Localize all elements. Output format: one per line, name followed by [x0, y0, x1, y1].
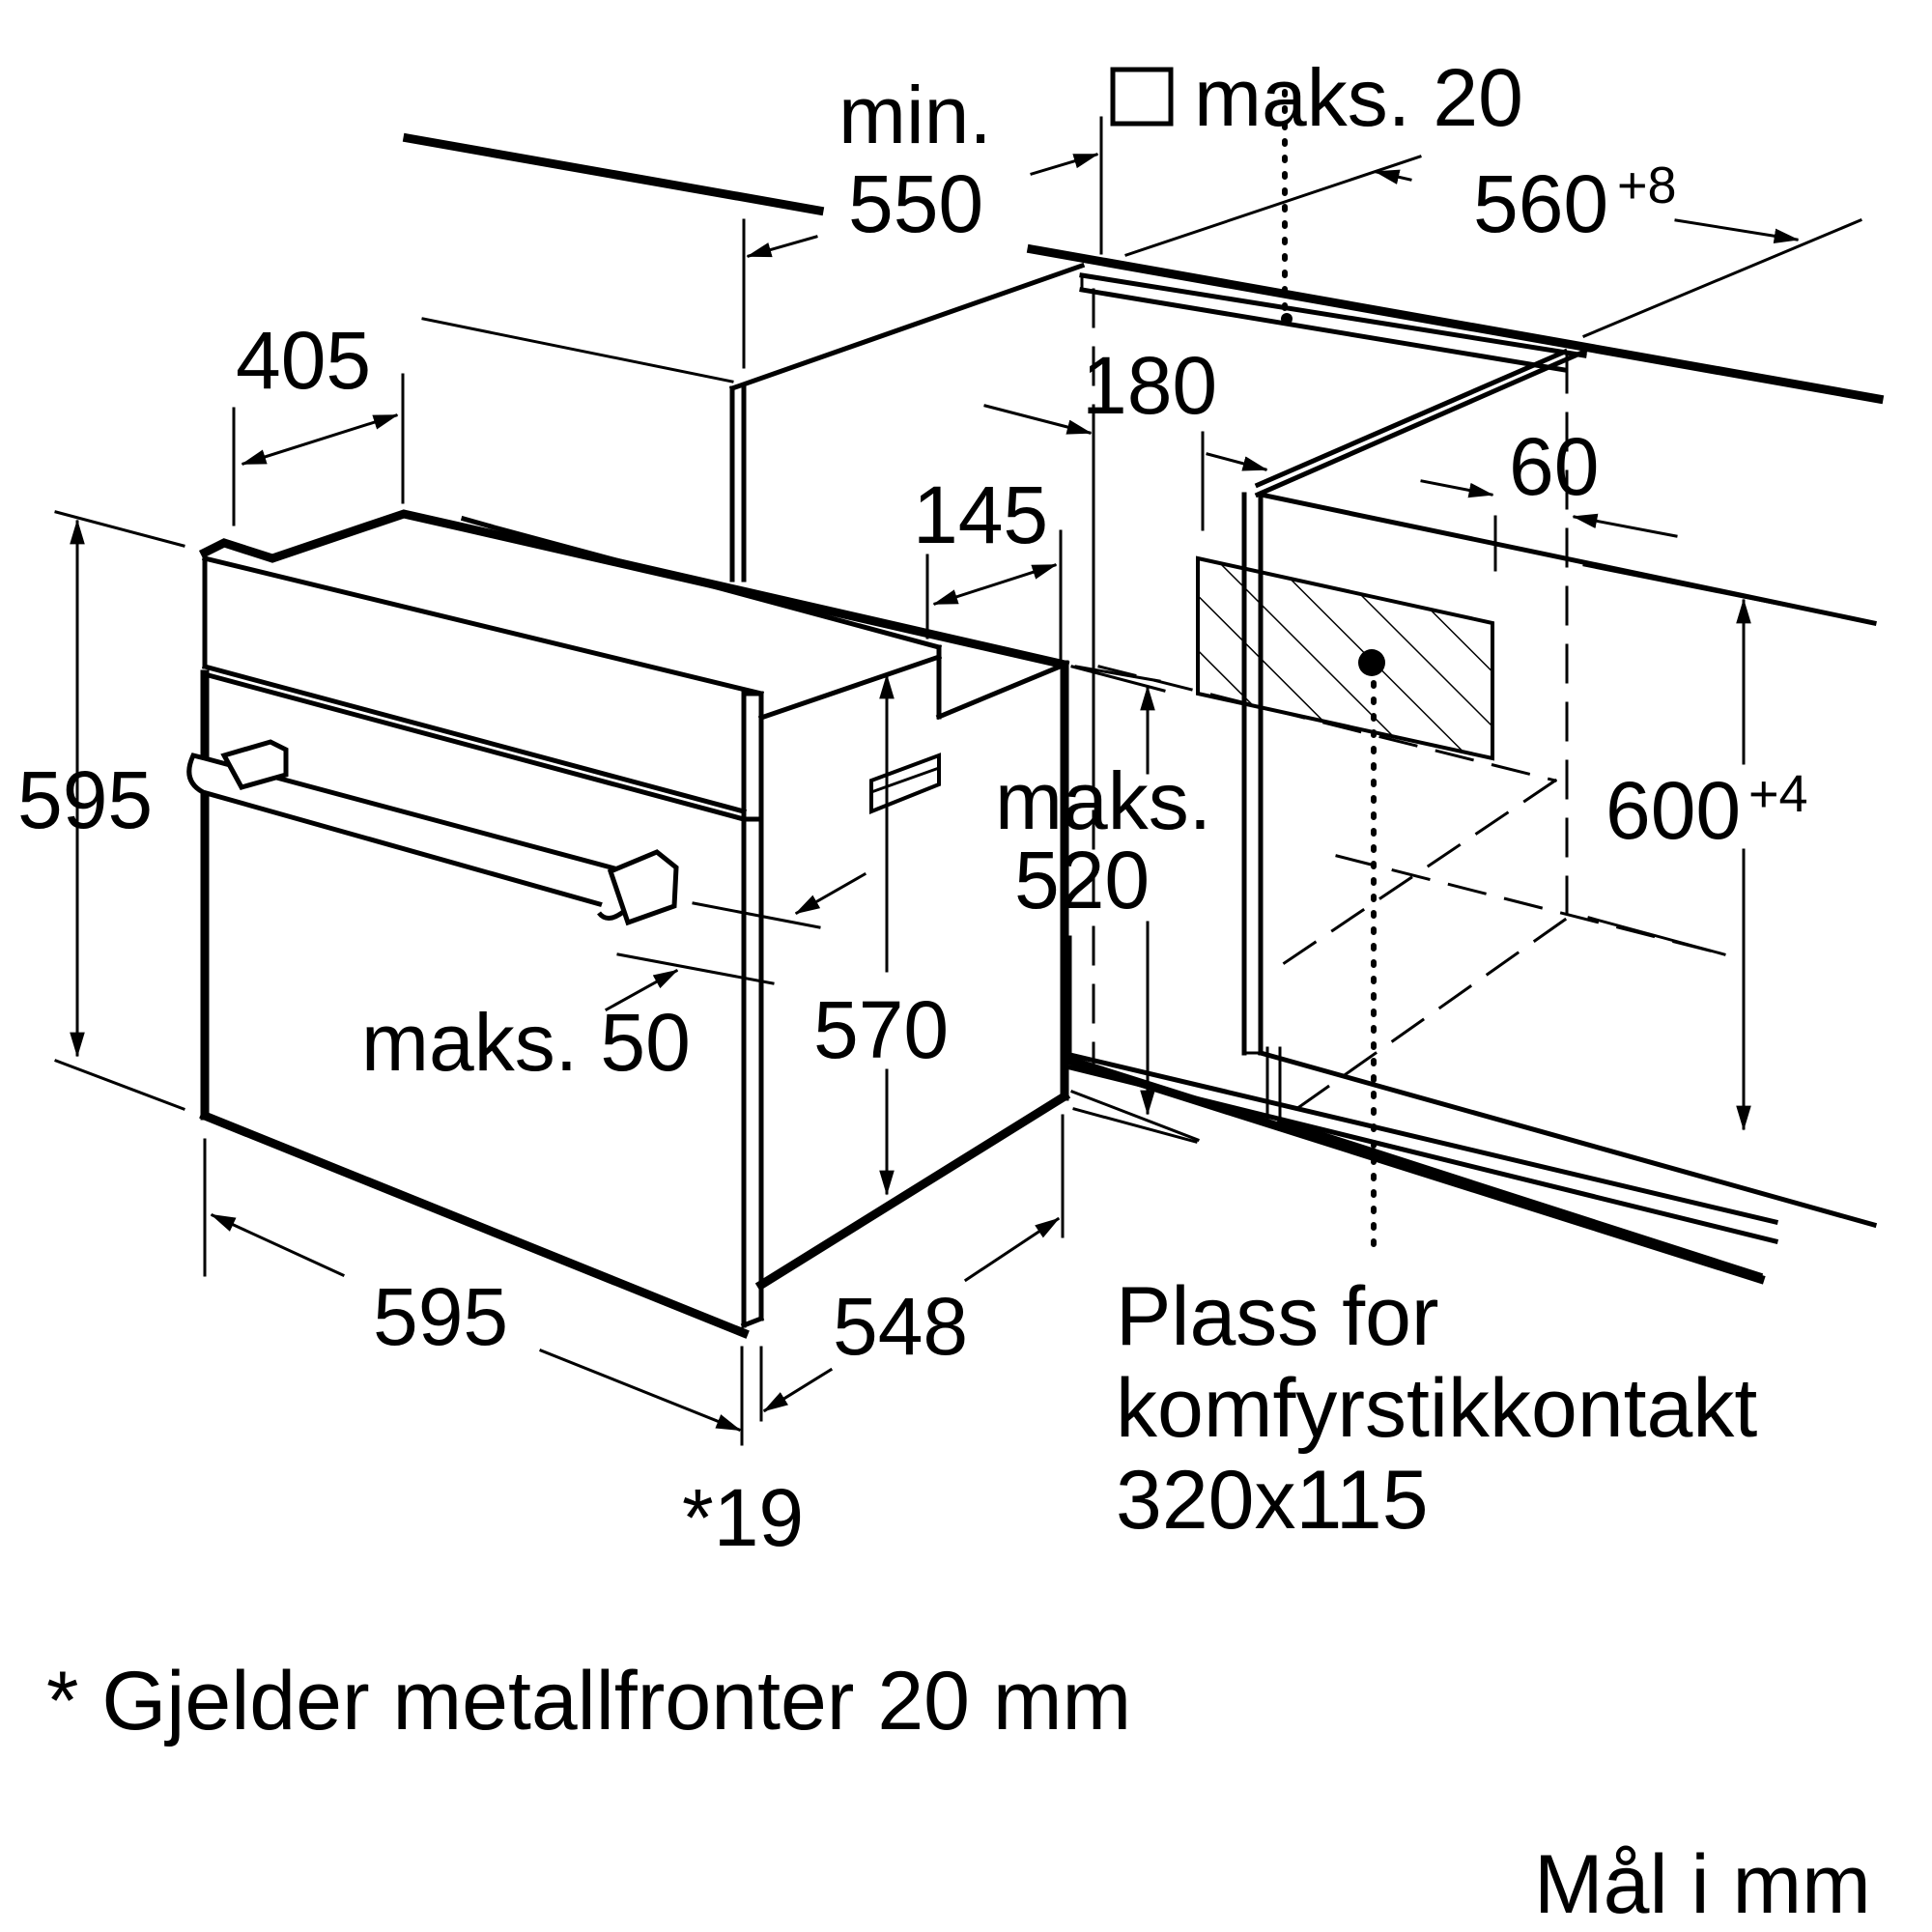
- label-600-tolerance: +4: [1748, 765, 1808, 823]
- label-595-width: 595: [373, 1271, 508, 1362]
- socket-area: [1196, 555, 1494, 761]
- cabinet-niche: [402, 89, 1885, 1285]
- label-maks-50: maks. 50: [361, 997, 691, 1088]
- oven: [186, 509, 1071, 1339]
- label-560-tolerance: +8: [1617, 156, 1677, 214]
- socket-note-line-2: komfyrstikkontakt: [1116, 1362, 1757, 1455]
- socket-note-line-1: Plass for: [1116, 1270, 1439, 1363]
- label-min-550: 550: [848, 158, 983, 249]
- socket-note-line-3: 320x115: [1116, 1454, 1429, 1547]
- label-600: 600: [1605, 765, 1741, 856]
- label-maks-20: maks. 20: [1194, 52, 1523, 143]
- label-19: *19: [682, 1472, 804, 1563]
- label-min: min.: [838, 70, 992, 160]
- label-595-height: 595: [17, 754, 153, 845]
- dimension-labels: min. 550 maks. 20 560 +8 405 180 60 145 …: [17, 52, 1808, 1563]
- label-520: 520: [1014, 835, 1150, 925]
- label-405: 405: [236, 315, 371, 406]
- label-145: 145: [913, 469, 1048, 560]
- square-symbol-icon: [1110, 67, 1174, 127]
- footnote: * Gjelder metallfronter 20 mm: [46, 1655, 1131, 1747]
- label-180: 180: [1082, 340, 1217, 431]
- label-570: 570: [813, 984, 949, 1075]
- label-maks-520: maks.: [995, 755, 1211, 846]
- dimension-lines: [54, 116, 1876, 1446]
- socket-note: Plass for komfyrstikkontakt 320x115: [1116, 1270, 1757, 1547]
- units-note: Mål i mm: [1534, 1838, 1871, 1931]
- label-548: 548: [833, 1281, 968, 1372]
- label-560: 560: [1473, 158, 1608, 249]
- label-60: 60: [1509, 421, 1599, 512]
